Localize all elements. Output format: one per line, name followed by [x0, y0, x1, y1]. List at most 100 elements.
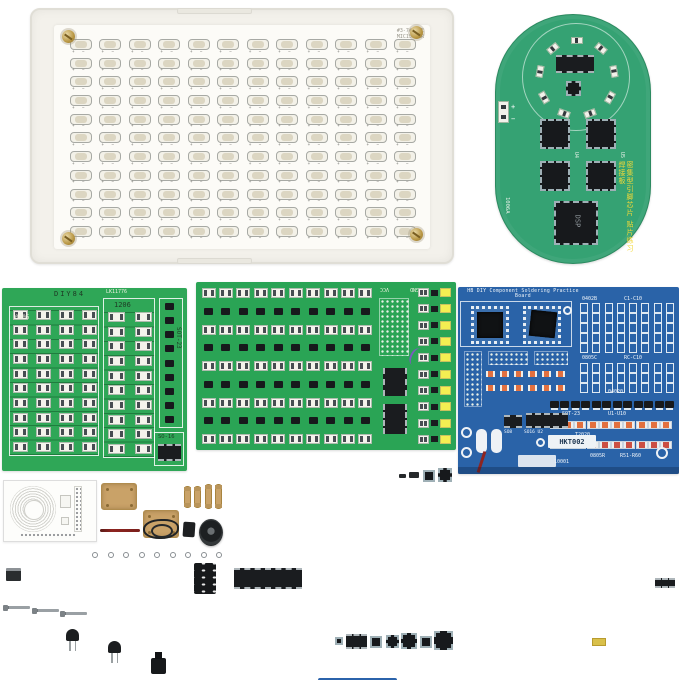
- resistor-footprint: [135, 312, 152, 322]
- resistor-footprint: [108, 355, 125, 366]
- sot23-transistor: [550, 400, 559, 408]
- sot23-transistor: [308, 380, 318, 388]
- resistor-footprint: [36, 397, 51, 408]
- sot23-transistor: [221, 307, 231, 315]
- led-row: [418, 434, 452, 444]
- soic-chip: [383, 404, 407, 434]
- sot23-transistor: [273, 307, 283, 315]
- led-footprint: [217, 207, 240, 222]
- pad: [306, 361, 321, 371]
- pad-column: [464, 351, 482, 407]
- smd-chip: [431, 420, 438, 427]
- ref-designator-u5: U5: [619, 152, 625, 159]
- resistor-footprint: [135, 355, 152, 366]
- case-notch: [177, 8, 252, 14]
- dsp-chip-label: DSP: [573, 214, 582, 228]
- case-notch: [177, 258, 252, 264]
- pad: [418, 434, 429, 444]
- resistor-0805: [611, 441, 624, 449]
- smd-part: [399, 474, 406, 478]
- sot23-transistor: [164, 331, 174, 339]
- capacitor-footprint: [629, 363, 638, 373]
- grid-0805-section: 0805: [9, 306, 99, 456]
- led-footprint: [393, 39, 416, 54]
- led-footprint: [276, 57, 299, 72]
- yellow-led: [440, 385, 451, 395]
- pad: [201, 361, 216, 371]
- resistor-footprint: [13, 353, 28, 364]
- led-footprint: [305, 57, 328, 72]
- pad: [418, 288, 429, 297]
- led-footprint: [305, 95, 328, 110]
- capacitor-footprint: [653, 373, 662, 383]
- ring-led-pad: [535, 64, 545, 78]
- led-footprint: [187, 151, 210, 166]
- led-footprint: [217, 132, 240, 147]
- label-0805: 0805: [15, 314, 30, 321]
- to92-transistor: [66, 629, 79, 651]
- sot23-transistor: [164, 373, 174, 381]
- capacitor-footprint: [653, 323, 662, 333]
- led-footprint: [276, 132, 299, 147]
- chinese-silkscreen-label: 密集型引脚芯片 贴片练习焊接板: [618, 161, 634, 253]
- label-0805c: 0805C: [582, 355, 598, 361]
- pad-column: [379, 298, 409, 356]
- part-code: LK11776: [106, 289, 128, 295]
- pad: [236, 361, 251, 371]
- pad: [236, 324, 251, 335]
- led-footprint: [70, 169, 92, 184]
- sot23-transistor: [291, 344, 301, 352]
- sot23-transistor: [326, 344, 336, 352]
- pad: [218, 397, 233, 408]
- sot23-transistor: [221, 380, 231, 388]
- resistor-footprint: [82, 324, 97, 335]
- led-footprint: [128, 151, 151, 166]
- pad: [218, 434, 233, 444]
- pad: [288, 324, 303, 335]
- led-footprint: [187, 225, 210, 240]
- led-footprint: [246, 57, 269, 72]
- sot23-transistor: [256, 380, 266, 388]
- resistor-footprint: [108, 429, 125, 440]
- resistor-footprint: [36, 310, 51, 320]
- capacitor-footprint: [665, 313, 674, 323]
- capacitor-footprint: [604, 383, 613, 393]
- pad: [288, 361, 303, 371]
- sot23-transistor: [326, 307, 336, 315]
- led-footprint: [335, 207, 358, 222]
- pad-row: [20, 533, 76, 538]
- resistor-footprint: [135, 399, 152, 410]
- led-footprint: [246, 225, 269, 240]
- component-column: [218, 288, 233, 444]
- led-footprint: [276, 207, 299, 222]
- capacitor-footprint: [629, 303, 638, 313]
- label-04020: 04020: [608, 389, 624, 395]
- washer: [185, 552, 191, 558]
- white-label-area: [518, 455, 556, 467]
- led-footprint: [217, 95, 240, 110]
- smd-chip: [431, 338, 438, 345]
- yellow-led: [440, 336, 451, 346]
- so16-section: SO-16: [154, 432, 184, 466]
- led-footprint: [158, 225, 181, 240]
- pad: [323, 361, 338, 371]
- resistor-footprint: [82, 368, 97, 379]
- capacitor-footprint: [592, 303, 601, 313]
- led-footprint: [393, 95, 416, 110]
- label-so16-u2: SO16 U2: [524, 430, 543, 435]
- label-so8: SO8: [504, 430, 513, 435]
- capacitor-footprint: [616, 313, 625, 323]
- smd-chip: [431, 387, 438, 394]
- pad: [236, 288, 251, 298]
- sot23-transistor: [256, 417, 266, 425]
- capacitor-footprint: [592, 363, 601, 373]
- capacitor-footprint: [580, 373, 588, 383]
- sot23-transistor: [570, 400, 580, 408]
- capacitor-footprint: [653, 313, 662, 323]
- led-footprint: [276, 169, 299, 184]
- qfp-chip: [401, 633, 417, 649]
- sot23-transistor: [591, 400, 601, 408]
- yellow-led: [440, 304, 451, 314]
- led-footprint: [99, 132, 122, 147]
- brass-plate: [101, 483, 137, 510]
